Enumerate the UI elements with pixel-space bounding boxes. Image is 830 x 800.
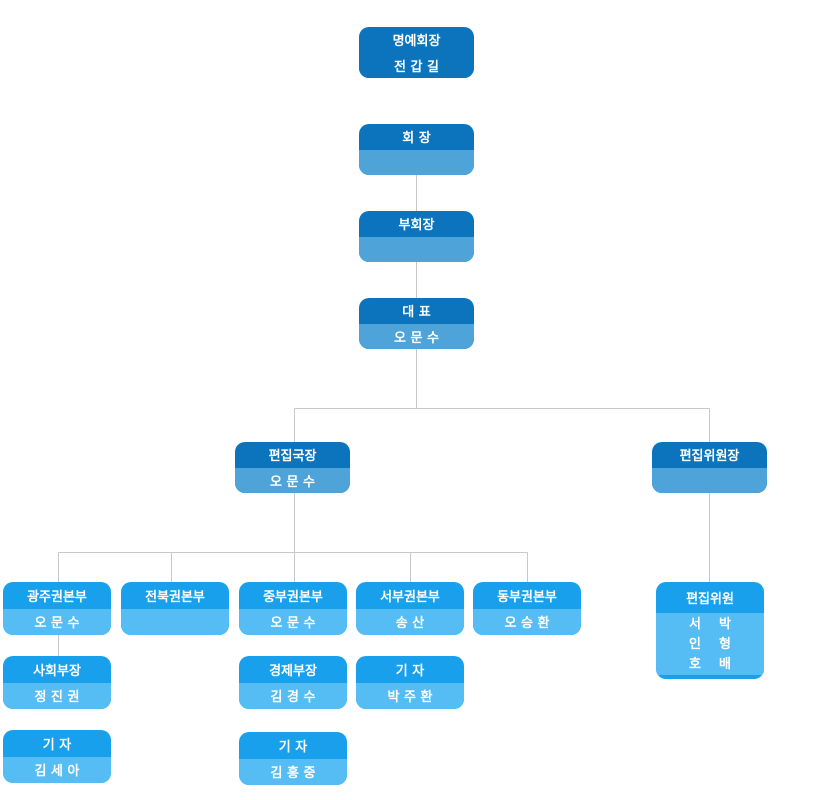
chief-editor-title: 편집국장 — [268, 449, 317, 465]
representative-title: 대 표 — [402, 305, 431, 321]
chairman-title: 회 장 — [402, 131, 431, 147]
honorary-chairman-title: 명예회장 — [392, 34, 441, 50]
east-hq-box: 동부권본부 오 승 환 — [473, 582, 581, 635]
chief-editor-box: 편집국장 오 문 수 — [235, 442, 350, 493]
jeonbuk-hq-name — [121, 608, 229, 635]
west-hq-title: 서부권본부 — [380, 589, 440, 605]
central-hq-title: 중부권본부 — [263, 589, 323, 605]
economy-dept-title: 경제부장 — [269, 663, 317, 679]
representative-box: 대 표 오 문 수 — [359, 298, 474, 349]
jeonbuk-hq-box: 전북권본부 — [121, 582, 229, 635]
social-dept-title: 사회부장 — [33, 663, 81, 679]
editor-name: 서 박 — [688, 617, 732, 632]
honorary-chairman-box: 명예회장 전 갑 길 — [359, 27, 474, 78]
editorial-chair-title: 편집위원장 — [679, 449, 740, 465]
east-hq-name: 오 승 환 — [473, 608, 581, 635]
editors-names: 서 박 인 형 호 배 — [656, 613, 764, 675]
reporter-central-box: 기 자 김 홍 중 — [239, 732, 347, 785]
editorial-chair-box: 편집위원장 — [652, 442, 767, 493]
vice-chairman-title: 부회장 — [398, 218, 435, 234]
reporter-gwangju-title: 기 자 — [42, 737, 72, 753]
editorial-chair-name — [652, 467, 767, 493]
editor-name: 인 형 — [688, 637, 732, 652]
economy-dept-name: 김 경 수 — [239, 682, 347, 709]
social-dept-name: 정 진 권 — [3, 682, 111, 709]
central-hq-name: 오 문 수 — [239, 608, 347, 635]
editor-name: 호 배 — [688, 657, 732, 672]
chairman-box: 회 장 — [359, 124, 474, 175]
east-hq-title: 동부권본부 — [497, 589, 557, 605]
reporter-gwangju-box: 기 자 김 세 아 — [3, 730, 111, 783]
reporter-central-name: 김 홍 중 — [239, 758, 347, 785]
jeonbuk-hq-title: 전북권본부 — [145, 589, 205, 605]
gwangju-hq-title: 광주권본부 — [27, 589, 87, 605]
gwangju-hq-name: 오 문 수 — [3, 608, 111, 635]
economy-dept-box: 경제부장 김 경 수 — [239, 656, 347, 709]
reporter-central-title: 기 자 — [278, 739, 308, 755]
reporter-west-box: 기 자 박 주 환 — [356, 656, 464, 709]
west-hq-name: 송 산 — [356, 608, 464, 635]
reporter-west-title: 기 자 — [395, 663, 425, 679]
chairman-name — [359, 149, 474, 175]
west-hq-box: 서부권본부 송 산 — [356, 582, 464, 635]
reporter-west-name: 박 주 환 — [356, 682, 464, 709]
chief-editor-name: 오 문 수 — [235, 467, 350, 493]
editors-title: 편집위원 — [686, 592, 734, 607]
reporter-gwangju-name: 김 세 아 — [3, 756, 111, 783]
honorary-chairman-name: 전 갑 길 — [359, 52, 474, 78]
editors-box: 편집위원 서 박 인 형 호 배 — [656, 582, 764, 679]
vice-chairman-box: 부회장 — [359, 211, 474, 262]
social-dept-box: 사회부장 정 진 권 — [3, 656, 111, 709]
gwangju-hq-box: 광주권본부 오 문 수 — [3, 582, 111, 635]
vice-chairman-name — [359, 236, 474, 262]
representative-name: 오 문 수 — [359, 323, 474, 349]
central-hq-box: 중부권본부 오 문 수 — [239, 582, 347, 635]
